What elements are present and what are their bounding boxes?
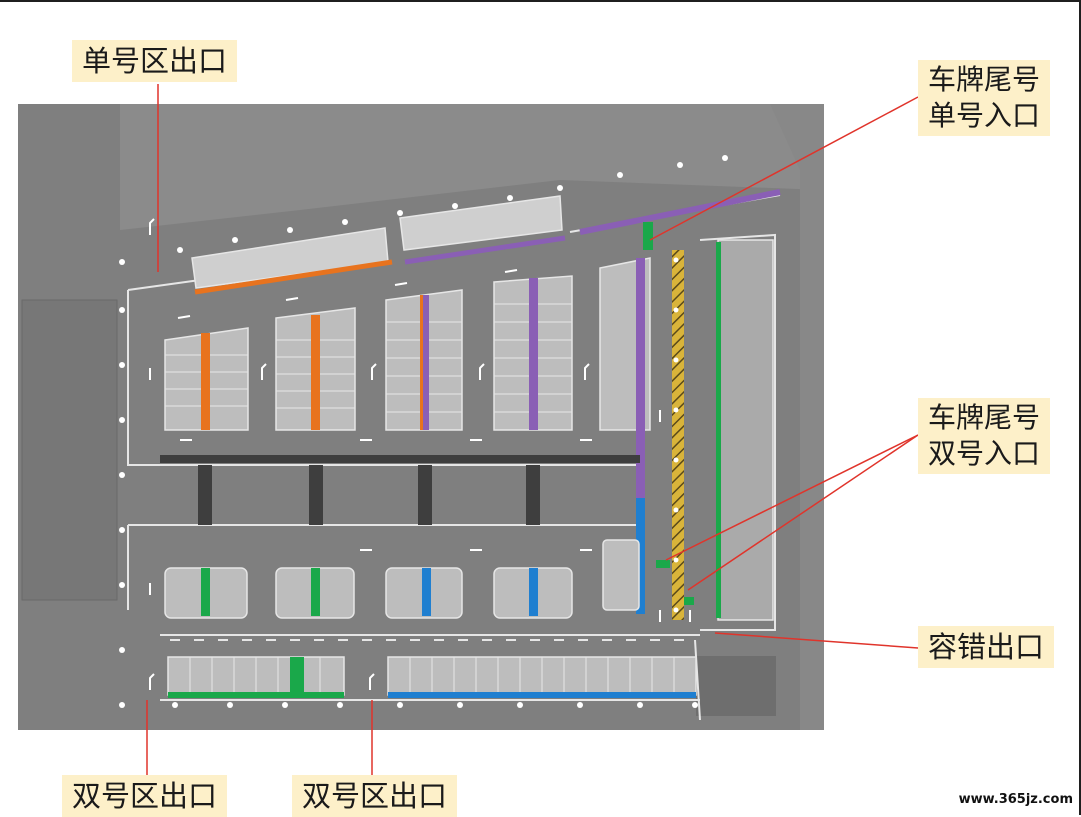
top-purple-bar-2: [579, 189, 781, 235]
blue-zone-bar-3: [636, 498, 645, 614]
even-entry-line-1: 车牌尾号: [928, 401, 1041, 434]
top-purple-bar: [404, 235, 566, 265]
building-bottom-right: [696, 656, 776, 716]
terrain-right: [770, 104, 824, 730]
odd-entry-line-2: 单号入口: [928, 99, 1041, 132]
purple-zone-bar-2: [529, 278, 538, 430]
orange-stripe: [420, 295, 423, 430]
purple-zone-bar-3: [636, 258, 645, 498]
hatched-lane: [672, 250, 684, 620]
right-border: [1079, 0, 1081, 815]
blue-zone-bar-1: [422, 568, 431, 616]
purple-zone-bar-1: [420, 295, 429, 430]
even-zone-exit-left-callout: 双号区出口: [62, 775, 228, 817]
blue-zone-bar-2: [529, 568, 538, 616]
leader-lines: [146, 84, 919, 775]
green-zone-bar-1: [201, 568, 210, 616]
bottom-green-bar: [168, 692, 344, 698]
top-orange-bar: [194, 259, 393, 295]
even-entry-sign-2: [680, 597, 694, 605]
even-zone-exit-right-callout: 双号区出口: [292, 775, 458, 817]
even-entry-callout: 车牌尾号 双号入口: [918, 398, 1051, 474]
even-entry-sign-1: [656, 560, 670, 568]
terrain-top: [120, 104, 824, 230]
green-zone-bar-2: [311, 568, 320, 616]
odd-entry-sign: [643, 222, 653, 250]
bottom-green-post: [290, 657, 304, 695]
right-green-bar: [716, 242, 721, 618]
lamp-dots: [119, 155, 728, 708]
direction-arrows: [149, 218, 691, 690]
orange-zone-bar-2: [311, 315, 320, 430]
top-border: [0, 0, 1081, 2]
odd-entry-callout: 车牌尾号 单号入口: [918, 60, 1051, 136]
dark-crosswalks: [160, 455, 640, 525]
building-left: [21, 299, 118, 601]
orange-zone-bar-1: [201, 333, 210, 430]
right-parking-column: [717, 239, 774, 621]
stall-grid-bottom: [189, 657, 675, 692]
buffer-exit-callout: 容错出口: [918, 626, 1055, 668]
top-parking-strip: [191, 195, 563, 289]
even-entry-line-2: 双号入口: [928, 437, 1041, 470]
bottom-blue-bar: [388, 692, 696, 698]
watermark: www.365jz.com: [958, 792, 1073, 807]
odd-zone-exit-callout: 单号区出口: [72, 40, 238, 82]
odd-entry-line-1: 车牌尾号: [928, 63, 1041, 96]
